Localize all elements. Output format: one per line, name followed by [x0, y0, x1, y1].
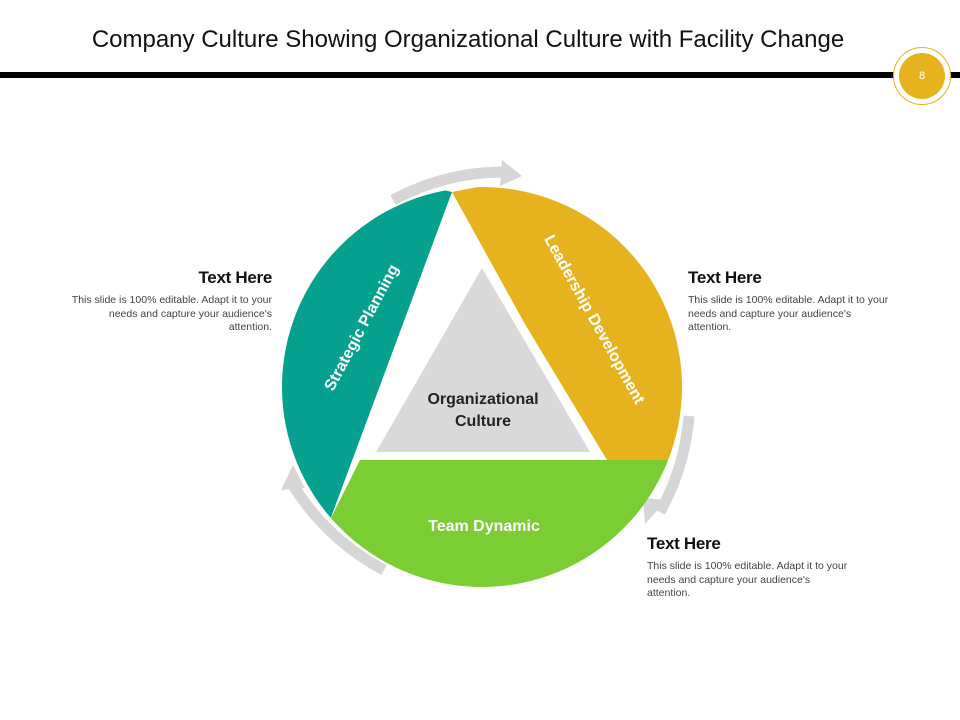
- callout-left: Text Here This slide is 100% editable. A…: [67, 268, 273, 335]
- title-rule: [0, 72, 960, 78]
- cycle-arrow-top: [390, 160, 522, 205]
- page-number-badge: 8: [893, 47, 951, 105]
- segment-label-team-dynamic: Team Dynamic: [428, 518, 540, 535]
- center-label-line2: Culture: [455, 413, 511, 430]
- cycle-arrow-right: [643, 415, 695, 524]
- page-number: 8: [899, 53, 945, 99]
- center-label-line1: Organizational: [427, 391, 538, 408]
- callout-right-top-heading: Text Here: [688, 268, 762, 287]
- callout-right-bottom-heading: Text Here: [647, 534, 721, 553]
- callout-right-bottom-body: This slide is 100% editable. Adapt it to…: [647, 560, 848, 599]
- segment-team-dynamic: [282, 460, 682, 587]
- callout-right-top: Text Here This slide is 100% editable. A…: [688, 268, 893, 335]
- callout-left-body: This slide is 100% editable. Adapt it to…: [71, 294, 272, 333]
- callout-right-top-body: This slide is 100% editable. Adapt it to…: [688, 294, 889, 333]
- callout-left-heading: Text Here: [198, 268, 272, 287]
- slide-title: Company Culture Showing Organizational C…: [91, 26, 845, 53]
- callout-right-bottom: Text Here This slide is 100% editable. A…: [647, 534, 852, 601]
- center-triangle: [376, 268, 590, 452]
- cycle-arrow-left: [281, 465, 387, 575]
